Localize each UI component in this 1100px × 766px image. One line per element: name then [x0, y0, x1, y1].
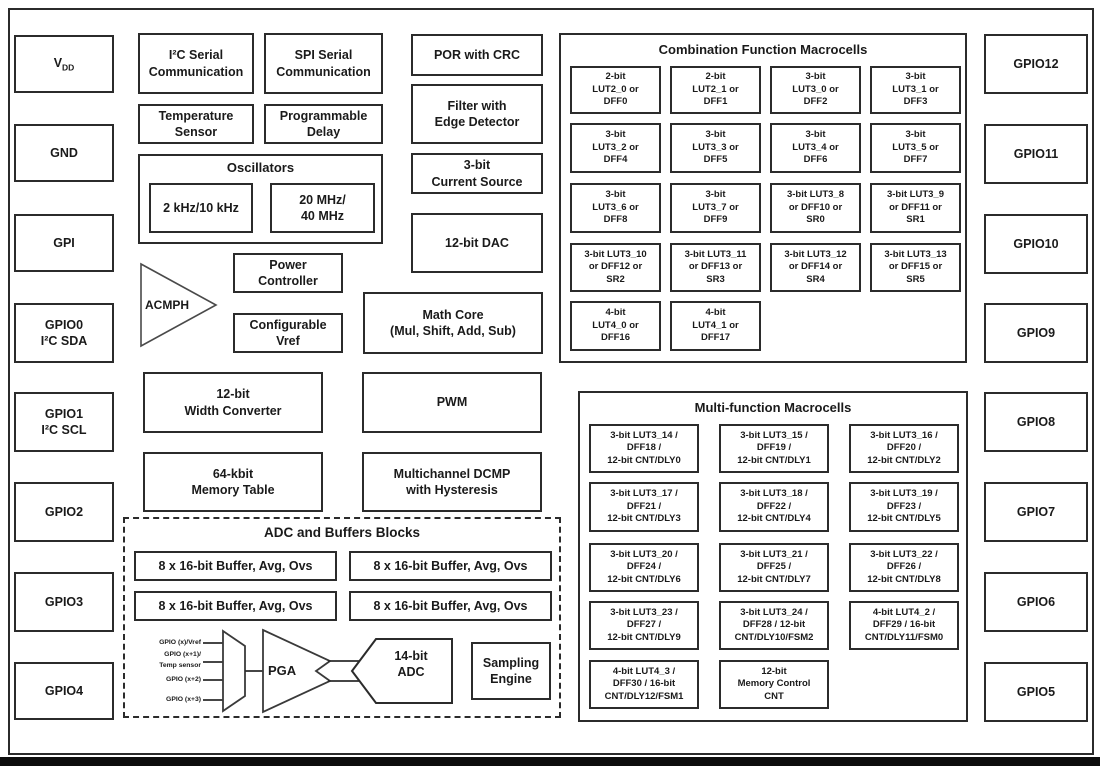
block-power-ctrl: Power Controller [233, 253, 343, 293]
multifunction-cell: 3-bit LUT3_23 / DFF27 / 12-bit CNT/DLY9 [589, 601, 699, 650]
adc-input-label-3: GPIO (x+2) [166, 676, 201, 683]
multifunction-cell: 3-bit LUT3_24 / DFF28 / 12-bit CNT/DLY10… [719, 601, 829, 650]
block-osc-low: 2 kHz/10 kHz [149, 183, 253, 233]
block-spi-serial: SPI Serial Communication [264, 33, 383, 94]
pin-gpio2: GPIO2 [14, 482, 114, 542]
combination-cell: 3-bit LUT3_3 or DFF5 [670, 123, 761, 173]
combination-cell: 3-bit LUT3_5 or DFF7 [870, 123, 961, 173]
block-config-vref: Configurable Vref [233, 313, 343, 353]
adc-buffers-title: ADC and Buffers Blocks [263, 525, 421, 540]
pin-gpio0: GPIO0 I²C SDA [14, 303, 114, 363]
combination-cell: 2-bit LUT2_1 or DFF1 [670, 66, 761, 114]
pin-vdd-subscript: DD [62, 62, 75, 73]
combination-cell: 3-bit LUT3_10 or DFF12 or SR2 [570, 243, 661, 292]
oscillators-title: Oscillators [226, 160, 295, 175]
combination-cell: 3-bit LUT3_8 or DFF10 or SR0 [770, 183, 861, 233]
combination-cell: 3-bit LUT3_11 or DFF13 or SR3 [670, 243, 761, 292]
adc-block-label: 14-bit ADC [394, 649, 428, 680]
pin-gpio8: GPIO8 [984, 392, 1088, 452]
block-por-crc: POR with CRC [411, 34, 543, 76]
pin-gpio11: GPIO11 [984, 124, 1088, 184]
block-prog-delay: Programmable Delay [264, 104, 383, 144]
pin-gpio5: GPIO5 [984, 662, 1088, 722]
block-width-conv: 12-bit Width Converter [143, 372, 323, 433]
combination-cell: 4-bit LUT4_1 or DFF17 [670, 301, 761, 351]
block-math-core: Math Core (Mul, Shift, Add, Sub) [363, 292, 543, 354]
combination-cell: 3-bit LUT3_13 or DFF15 or SR5 [870, 243, 961, 292]
mux-shape [222, 629, 246, 713]
multifunction-cell: 3-bit LUT3_21 / DFF25 / 12-bit CNT/DLY7 [719, 543, 829, 592]
combination-cell: 3-bit LUT3_4 or DFF6 [770, 123, 861, 173]
pin-gpi: GPI [14, 214, 114, 272]
pin-gpio12: GPIO12 [984, 34, 1088, 94]
multifunction-cell: 3-bit LUT3_17 / DFF21 / 12-bit CNT/DLY3 [589, 482, 699, 532]
pin-gpio3: GPIO3 [14, 572, 114, 632]
multifunction-cell: 3-bit LUT3_22 / DFF26 / 12-bit CNT/DLY8 [849, 543, 959, 592]
pin-gpio9: GPIO9 [984, 303, 1088, 363]
block-filter-edge: Filter with Edge Detector [411, 84, 543, 144]
acmph-comparator-shape [140, 262, 218, 348]
multifunction-cell: 4-bit LUT4_2 / DFF29 / 16-bit CNT/DLY11/… [849, 601, 959, 650]
block-pwm: PWM [362, 372, 542, 433]
combination-cell: 3-bit LUT3_2 or DFF4 [570, 123, 661, 173]
combination-cell: 3-bit LUT3_1 or DFF3 [870, 66, 961, 114]
pga-amplifier-shape [262, 628, 332, 714]
combination-cell: 3-bit LUT3_6 or DFF8 [570, 183, 661, 233]
adc-input-label-4: GPIO (x+3) [166, 696, 201, 703]
combination-cell: 4-bit LUT4_0 or DFF16 [570, 301, 661, 351]
acmph-label: ACMPH [145, 298, 189, 312]
multifunction-macrocells-title: Multi-function Macrocells [694, 400, 852, 415]
combination-cell: 3-bit LUT3_9 or DFF11 or SR1 [870, 183, 961, 233]
combination-cell: 3-bit LUT3_12 or DFF14 or SR4 [770, 243, 861, 292]
adc-input-label-2: GPIO (x+1)/ Temp sensor [159, 651, 201, 669]
multifunction-cell: 3-bit LUT3_16 / DFF20 / 12-bit CNT/DLY2 [849, 424, 959, 473]
pga-label: PGA [268, 663, 297, 678]
pin-gpio7: GPIO7 [984, 482, 1088, 542]
buffer-box-3: 8 x 16-bit Buffer, Avg, Ovs [134, 591, 337, 621]
multifunction-cell: 12-bit Memory Control CNT [719, 660, 829, 709]
pin-gpio10: GPIO10 [984, 214, 1088, 274]
block-dac: 12-bit DAC [411, 213, 543, 273]
multifunction-cell: 3-bit LUT3_20 / DFF24 / 12-bit CNT/DLY6 [589, 543, 699, 592]
pin-vdd-label: VDD [53, 55, 75, 73]
adc-buffers-group: ADC and Buffers Blocks [123, 517, 561, 718]
buffer-box-4: 8 x 16-bit Buffer, Avg, Ovs [349, 591, 552, 621]
block-dcmp: Multichannel DCMP with Hysteresis [362, 452, 542, 512]
block-temp-sensor: Temperature Sensor [138, 104, 254, 144]
pin-gpio1: GPIO1 I²C SCL [14, 392, 114, 452]
block-memory-table: 64-kbit Memory Table [143, 452, 323, 512]
combination-macrocells-title: Combination Function Macrocells [658, 42, 868, 57]
pin-gpio4: GPIO4 [14, 662, 114, 720]
combination-cell: 2-bit LUT2_0 or DFF0 [570, 66, 661, 114]
block-i2c-serial: I²C Serial Communication [138, 33, 254, 94]
adc-input-label-1: GPIO (x)/Vref [159, 639, 201, 646]
diagram-frame [8, 8, 1094, 755]
pin-gnd: GND [14, 124, 114, 182]
multifunction-cell: 3-bit LUT3_18 / DFF22 / 12-bit CNT/DLY4 [719, 482, 829, 532]
combination-cell: 3-bit LUT3_7 or DFF9 [670, 183, 761, 233]
block-current-source: 3-bit Current Source [411, 153, 543, 194]
buffer-box-1: 8 x 16-bit Buffer, Avg, Ovs [134, 551, 337, 581]
block-osc-high: 20 MHz/ 40 MHz [270, 183, 375, 233]
pin-vdd: VDD [14, 35, 114, 93]
adc-pentagon-shape [350, 638, 453, 704]
buffer-box-2: 8 x 16-bit Buffer, Avg, Ovs [349, 551, 552, 581]
oscillators-group: Oscillators 2 kHz/10 kHz 20 MHz/ 40 MHz [138, 154, 383, 244]
multifunction-cell: 3-bit LUT3_19 / DFF23 / 12-bit CNT/DLY5 [849, 482, 959, 532]
multifunction-cell: 4-bit LUT4_3 / DFF30 / 16-bit CNT/DLY12/… [589, 660, 699, 709]
multifunction-cell: 3-bit LUT3_15 / DFF19 / 12-bit CNT/DLY1 [719, 424, 829, 473]
block-sampling-engine: Sampling Engine [471, 642, 551, 700]
page-rule-bar [0, 757, 1100, 766]
combination-cell: 3-bit LUT3_0 or DFF2 [770, 66, 861, 114]
pin-gpio6: GPIO6 [984, 572, 1088, 632]
multifunction-cell: 3-bit LUT3_14 / DFF18 / 12-bit CNT/DLY0 [589, 424, 699, 473]
